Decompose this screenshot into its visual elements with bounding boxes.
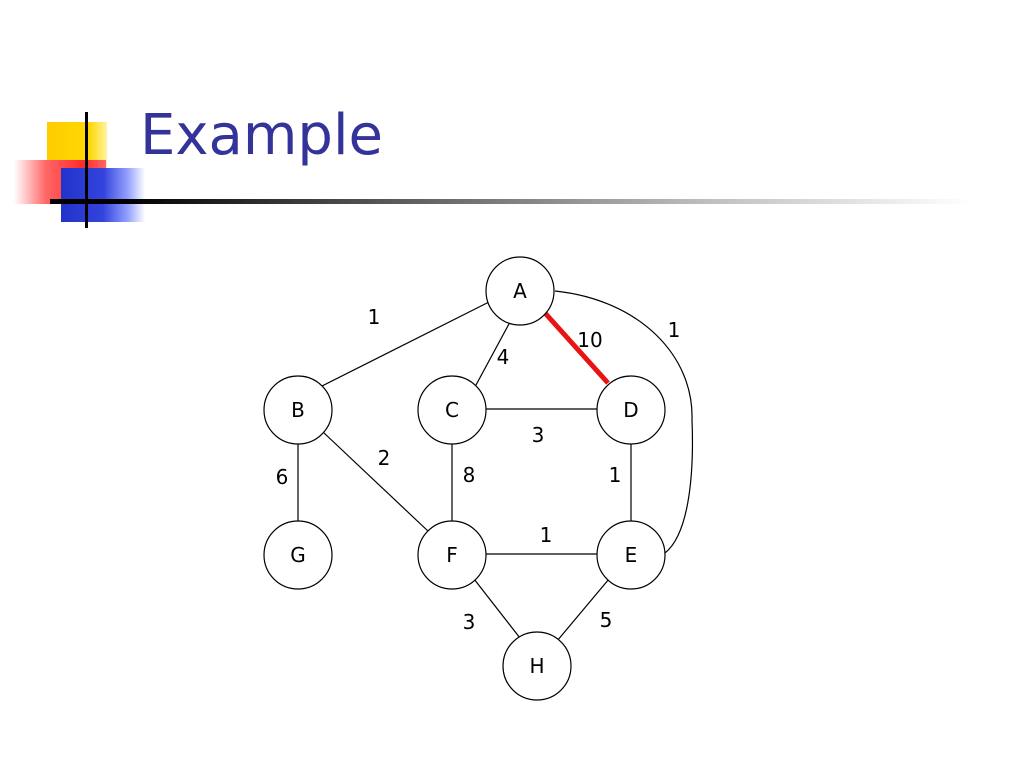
weight-label: 4 — [497, 345, 510, 369]
weight-label: 3 — [532, 423, 545, 447]
weight-label: 10 — [577, 328, 602, 352]
logo-blue-square — [61, 168, 145, 222]
weight-label: 3 — [463, 610, 476, 634]
node-label: E — [625, 543, 638, 567]
node-label: H — [529, 654, 544, 678]
node-circle — [417, 520, 487, 590]
weight-label: 1 — [609, 463, 622, 487]
node-d: D — [596, 375, 666, 445]
node-label: F — [446, 543, 458, 567]
node-label: B — [291, 398, 305, 422]
node-label: D — [623, 398, 638, 422]
weight-label: 1 — [540, 523, 553, 547]
node-circle — [263, 375, 333, 445]
weight-label: 1 — [368, 305, 381, 329]
edge-b-f — [322, 431, 430, 533]
node-h: H — [502, 631, 572, 701]
edge-weights: 1 4 10 1 3 2 6 8 1 1 3 5 — [276, 305, 681, 634]
weight-label: 5 — [600, 608, 613, 632]
edge-f-h — [473, 578, 521, 639]
weight-label: 2 — [378, 446, 391, 470]
graph-edges — [297, 290, 694, 642]
edge-a-d — [543, 311, 610, 385]
slide-logo-decoration — [0, 0, 160, 240]
node-c: C — [417, 375, 487, 445]
weight-label: 1 — [668, 318, 681, 342]
weight-label: 6 — [276, 465, 289, 489]
node-circle — [596, 375, 666, 445]
node-a: A — [485, 256, 555, 326]
node-f: F — [417, 520, 487, 590]
title-underline — [50, 199, 970, 204]
node-circle — [417, 375, 487, 445]
edge-a-e — [554, 290, 694, 554]
slide-title: Example — [140, 103, 383, 168]
node-circle — [263, 520, 333, 590]
weight-label: 8 — [463, 463, 476, 487]
edge-a-c — [475, 321, 511, 386]
node-g: G — [263, 520, 333, 590]
graph-nodes: A B C D E F G H — [263, 256, 666, 701]
node-circle — [485, 256, 555, 326]
node-e: E — [596, 520, 666, 590]
edge-a-b — [321, 301, 490, 387]
node-label: A — [513, 279, 527, 303]
node-circle — [502, 631, 572, 701]
node-label: G — [290, 543, 306, 567]
logo-vertical-line — [85, 112, 88, 228]
node-b: B — [263, 375, 333, 445]
node-label: C — [445, 398, 459, 422]
node-circle — [596, 520, 666, 590]
edge-e-h — [556, 578, 610, 642]
